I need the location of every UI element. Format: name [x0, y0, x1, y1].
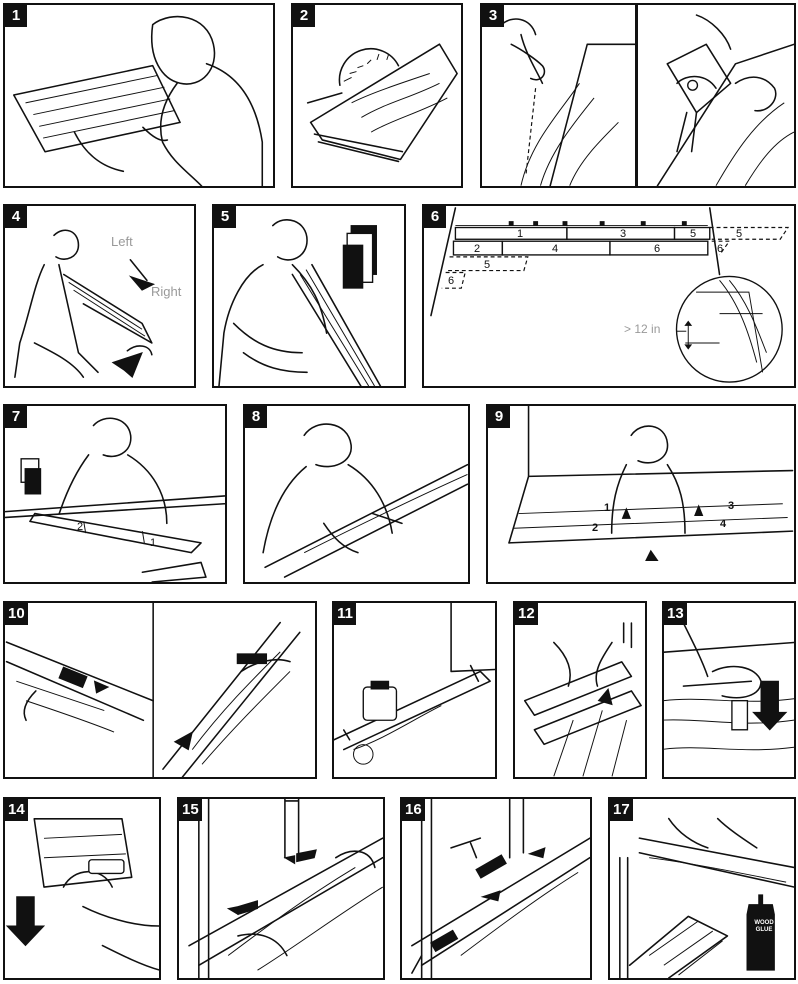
step-17-illustration: [619, 817, 794, 978]
step-number: 10: [5, 603, 28, 625]
step-10-panel: 10: [3, 601, 317, 779]
plank-label-3: 3: [728, 500, 735, 512]
plank-label-r1-5b: 5: [736, 228, 743, 240]
step-number: 3: [482, 5, 504, 27]
step-number: 6: [424, 206, 446, 228]
step-9-panel: 9 1 2 3 4: [486, 404, 796, 584]
plank-label-r2-6: 6: [654, 243, 661, 255]
step-16-illustration: [411, 799, 590, 978]
step-13-illustration: [664, 622, 794, 751]
step-15-illustration: [188, 799, 383, 978]
plank-label-r4-6: 6: [448, 275, 455, 287]
step-14-panel: 14: [3, 797, 161, 980]
plank-label-r2-2: 2: [474, 243, 481, 255]
step-9-illustration: [508, 406, 794, 561]
step-15-panel: 15: [177, 797, 385, 980]
step-4-panel: 4 Left Right: [3, 204, 196, 388]
step-14-illustration: [5, 818, 159, 971]
step-number: 13: [664, 603, 687, 625]
step-number: 17: [610, 799, 633, 821]
step-16-panel: 16: [400, 797, 592, 980]
step-8-illustration: [262, 423, 468, 578]
step-12-illustration: [523, 622, 642, 777]
step-number: 15: [179, 799, 202, 821]
step-5-illustration: [218, 219, 382, 386]
plank-label-2: 2: [592, 522, 599, 534]
step-number: 14: [5, 799, 28, 821]
direction-label-right: Right: [151, 284, 182, 299]
plank-label-r1-1: 1: [517, 228, 524, 240]
plank-label-1: 1: [604, 502, 611, 514]
plank-label-r2-4: 4: [552, 243, 559, 255]
step-number: 16: [402, 799, 425, 821]
step-17-panel: 17 WOOD GLUE: [608, 797, 796, 980]
direction-label-left: Left: [111, 234, 133, 249]
step-12-panel: 12: [513, 601, 647, 779]
step-3-illustration-left: [500, 18, 635, 186]
step-2-panel: 2: [291, 3, 463, 188]
plank-label-2: 2: [77, 521, 84, 533]
step-number: 2: [293, 5, 315, 27]
step-6-panel: 6 1 3 5 5 2 4 6 6 5 6 > 12 in: [422, 204, 796, 388]
step-4-illustration: [14, 229, 156, 379]
gap-measurement-note: > 12 in: [624, 322, 661, 336]
step-8-panel: 8: [243, 404, 470, 584]
step-number: 12: [515, 603, 538, 625]
step-5-panel: 5: [212, 204, 406, 388]
wood-glue-label: WOOD GLUE: [754, 920, 774, 933]
step-number: 8: [245, 406, 267, 428]
step-number: 9: [488, 406, 510, 428]
step-11-illustration: [334, 603, 495, 765]
step-3-illustration-right: [656, 14, 794, 186]
step-number: 4: [5, 206, 27, 228]
step-number: 1: [5, 5, 27, 27]
step-3b-panel: [636, 3, 796, 188]
plank-label-r1-5: 5: [690, 228, 697, 240]
step-number: 11: [334, 603, 356, 625]
plank-label-r2-6b: 6: [717, 243, 724, 255]
step-number: 7: [5, 406, 27, 428]
step-1-panel: 1: [3, 3, 275, 188]
step-11-panel: 11: [332, 601, 497, 779]
plank-label-1: 1: [150, 537, 157, 549]
step-number: 5: [214, 206, 236, 228]
step-10-illustration: [5, 603, 301, 777]
step-7-illustration: [5, 417, 225, 582]
step-6-layout-diagram: [430, 207, 790, 383]
step-3a-panel: 3: [480, 3, 637, 188]
step-1-illustration: [12, 15, 264, 186]
plank-label-r3-5: 5: [484, 259, 491, 271]
plank-label-r1-3: 3: [620, 228, 627, 240]
step-7-panel: 7 2 1: [3, 404, 227, 584]
step-13-panel: 13: [662, 601, 796, 779]
step-2-illustration: [306, 43, 458, 163]
plank-label-4: 4: [720, 518, 727, 530]
